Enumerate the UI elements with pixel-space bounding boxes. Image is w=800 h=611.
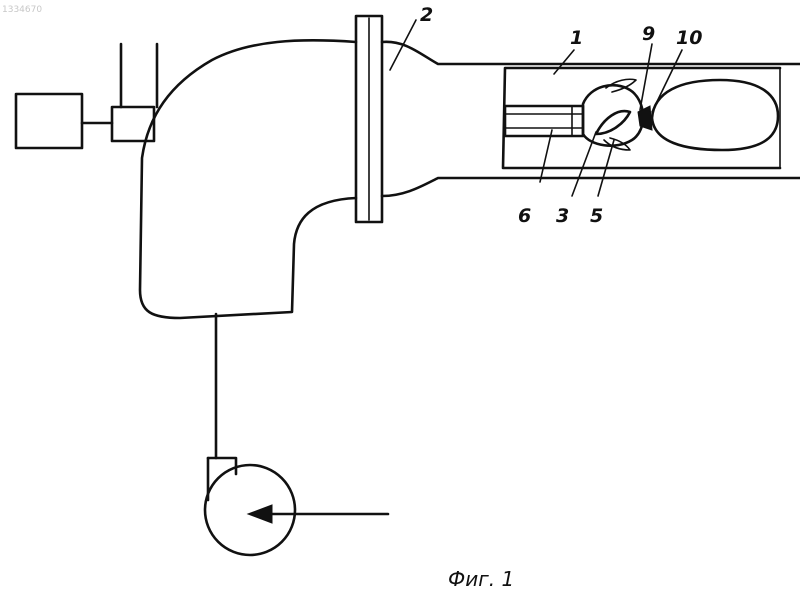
control-box <box>16 94 82 148</box>
label-5: 5 <box>590 205 603 227</box>
label-6: 6 <box>518 205 531 227</box>
flow-arrow-head <box>248 505 272 523</box>
leader-10 <box>652 50 682 112</box>
pump-inlet-stub <box>208 458 236 474</box>
ampoule-bulb <box>652 80 778 150</box>
neck-upper <box>382 42 800 64</box>
leader-1 <box>554 50 574 74</box>
label-3: 3 <box>556 205 569 227</box>
label-1: 1 <box>570 27 583 49</box>
pump-wheel <box>205 465 295 555</box>
leader-3 <box>572 132 596 196</box>
neck-lower <box>382 178 800 196</box>
document-number-stamp: 1334670 <box>2 5 42 15</box>
leader-2 <box>390 20 416 70</box>
elbow-duct-outline <box>140 40 356 318</box>
leader-6 <box>540 130 552 182</box>
label-9: 9 <box>642 23 655 45</box>
cutter-blade <box>596 111 630 134</box>
leader-9 <box>640 44 652 110</box>
figure-caption: Фиг. 1 <box>448 567 514 591</box>
label-10: 10 <box>676 27 702 49</box>
label-2: 2 <box>420 4 433 26</box>
